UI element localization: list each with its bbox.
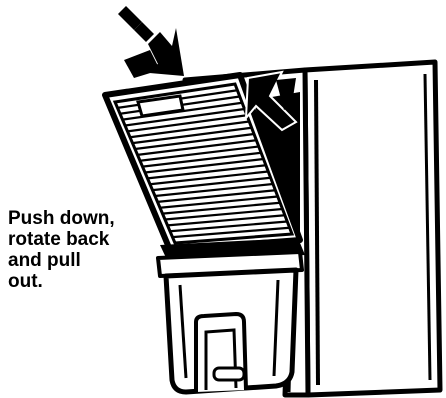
instruction-line: and pull	[8, 250, 158, 271]
instruction-line: rotate back	[8, 229, 158, 250]
drain-cap	[214, 368, 244, 380]
instruction-text: Push down, rotate back and pull out.	[8, 208, 158, 292]
instruction-line: out.	[8, 271, 158, 292]
water-bucket	[158, 252, 302, 392]
push-arrow-icon	[118, 6, 184, 78]
cabinet-side-panel	[305, 62, 440, 395]
instruction-line: Push down,	[8, 208, 158, 229]
